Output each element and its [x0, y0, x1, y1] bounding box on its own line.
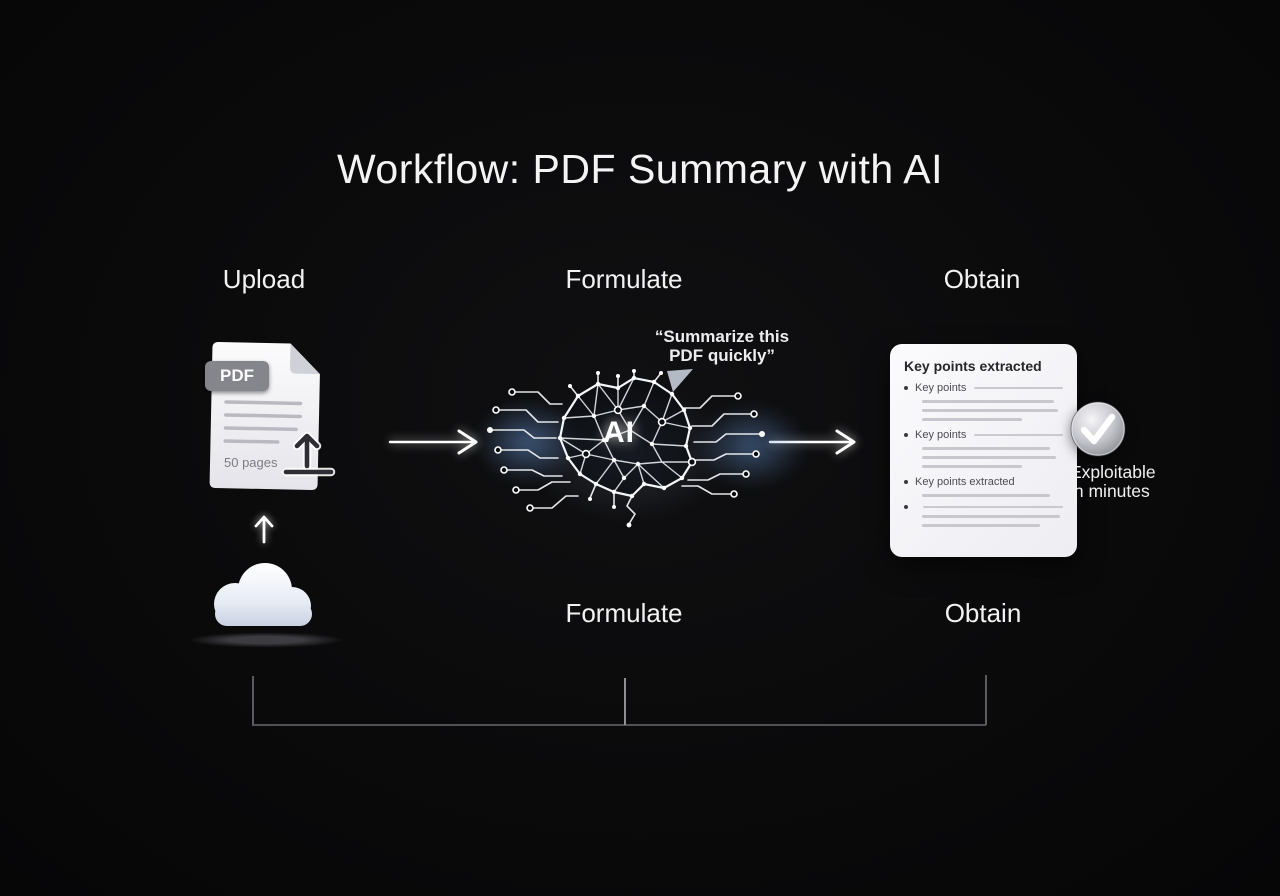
placeholder-line — [922, 400, 1054, 403]
cloud-shadow — [184, 632, 348, 648]
placeholder-line — [922, 418, 1022, 421]
speech-tail-icon — [667, 369, 693, 392]
bullet-dot — [904, 480, 908, 484]
result-line2: in minutes — [1070, 481, 1150, 501]
bullet-dot — [904, 433, 908, 437]
bracket-tick-middle — [624, 678, 626, 725]
check-badge-icon — [1070, 401, 1126, 457]
summary-card-title: Key points extracted — [904, 358, 1042, 374]
ai-brain-icon: AI — [487, 369, 765, 528]
placeholder-line — [922, 447, 1050, 450]
placeholder-line — [974, 386, 1063, 390]
bracket-tick-right — [985, 675, 987, 725]
cloud-icon — [214, 563, 312, 626]
result-note: Exploitable in minutes — [1070, 463, 1200, 501]
bracket-tick-left — [252, 676, 254, 725]
brain-glow-right — [676, 390, 826, 502]
stage-label-obtain-top: Obtain — [943, 264, 1021, 294]
stage-label-obtain-bottom: Obtain — [944, 598, 1022, 628]
up-arrow-icon — [254, 515, 274, 544]
bullet-row-2: Key points — [904, 429, 1063, 441]
placeholder-line — [922, 456, 1056, 459]
pdf-badge: PDF — [205, 361, 269, 391]
placeholder-line — [922, 494, 1050, 497]
prompt-text: “Summarize this PDF quickly” — [646, 327, 798, 365]
bullet-label: Key points — [915, 382, 967, 394]
stage-label-formulate-top: Formulate — [565, 264, 683, 294]
bullet-row-4 — [904, 505, 1063, 509]
placeholder-line — [922, 524, 1040, 527]
placeholder-line — [923, 505, 1063, 509]
placeholder-line — [922, 515, 1060, 518]
upload-arrow-icon — [281, 431, 336, 477]
placeholder-line — [922, 409, 1058, 412]
page-title: Workflow: PDF Summary with AI — [336, 146, 944, 192]
page-count-label: 50 pages — [224, 455, 278, 470]
flow-arrow-2 — [768, 429, 856, 455]
ai-label: AI — [603, 416, 635, 449]
bullet-dot — [904, 386, 908, 390]
bullet-dot — [904, 505, 908, 509]
folded-corner — [290, 343, 320, 375]
bullet-row-1: Key points — [904, 382, 1063, 394]
prompt-line2: PDF quickly” — [669, 346, 775, 365]
placeholder-line — [974, 433, 1063, 437]
placeholder-line — [922, 465, 1022, 468]
summary-card: Key points extracted Key points Key poin… — [890, 344, 1077, 557]
bracket-horizontal-line — [252, 724, 986, 726]
prompt-line1: “Summarize this — [654, 327, 790, 346]
stage-label-upload: Upload — [222, 264, 306, 294]
bullet-row-3: Key points extracted — [904, 476, 1063, 488]
bullet-label: Key points — [915, 429, 967, 441]
result-line1: Exploitable — [1070, 462, 1156, 482]
stage-label-formulate-bottom: Formulate — [565, 598, 683, 628]
bullet-label: Key points extracted — [915, 476, 1015, 488]
